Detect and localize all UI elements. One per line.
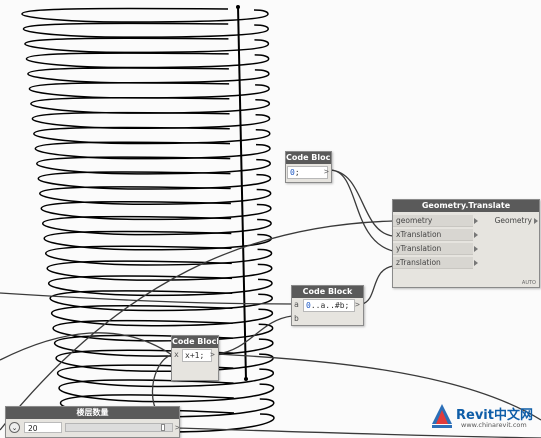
helix-coil [50, 304, 274, 327]
output-port-arrow[interactable]: > [324, 167, 329, 176]
input-port-x[interactable]: x [172, 348, 218, 362]
input-port-label: a [294, 300, 299, 309]
watermark-brand: Revit中文网 [456, 408, 533, 423]
helix-coil [21, 7, 269, 23]
code-number: 0 [306, 301, 311, 310]
helix-coil [52, 319, 274, 342]
input-port-label: geometry [393, 215, 478, 227]
wires [0, 169, 541, 438]
code-block-range-node[interactable]: Code Block a b 0..a..#b; > [291, 285, 364, 326]
helix-coil [30, 96, 271, 114]
revit-logo-icon [432, 404, 452, 428]
input-port-label: x [174, 350, 179, 359]
chevron-down-icon[interactable]: ⌄ [9, 422, 20, 433]
helix-coil [24, 37, 270, 54]
wire-left-to-range-a [0, 292, 293, 305]
output-port-arrow[interactable]: > [175, 423, 180, 432]
wire-range-to-ztranslation [361, 265, 394, 305]
output-port-geometry[interactable]: Geometry [495, 215, 539, 227]
helix-coil [49, 290, 273, 312]
input-port-a[interactable]: a [292, 298, 363, 312]
code-editor[interactable]: 0; [287, 166, 328, 179]
helix-coil [36, 156, 271, 175]
input-port-label: xTranslation [393, 229, 478, 241]
helix-coil [53, 334, 274, 357]
wire-left-to-code-x [0, 332, 173, 361]
helix-coil [37, 171, 272, 190]
wire-left-to-geometry [0, 220, 394, 431]
helix-coil [58, 379, 275, 403]
slider-row: ⌄ 20 > [9, 421, 180, 435]
node-title: Code Block [172, 336, 218, 348]
input-port-label: zTranslation [393, 257, 478, 269]
node-title: 楼层数量 [6, 407, 179, 419]
helix-axis-line [237, 5, 247, 381]
input-port-geometry[interactable]: geometry Geometry [393, 214, 539, 228]
slider-track[interactable] [65, 423, 173, 432]
code-block-zero-node[interactable]: Code Block 0; > [285, 151, 332, 183]
wire-increment-right [216, 353, 541, 421]
slider-thumb[interactable] [161, 424, 165, 431]
input-port-label: yTranslation [393, 243, 478, 255]
helix-coil [46, 260, 273, 281]
slider-value-field[interactable]: 20 [24, 422, 62, 433]
output-port-arrow[interactable]: > [210, 350, 215, 359]
code-editor[interactable]: 0..a..#b; [303, 299, 355, 312]
input-port-xtranslation[interactable]: xTranslation [393, 228, 539, 242]
input-port-b[interactable]: b [292, 312, 363, 326]
wire-slider-right [177, 427, 541, 438]
helix-coil [25, 52, 270, 69]
helix-coil [39, 186, 272, 205]
code-editor[interactable]: x+1; [182, 349, 212, 362]
code-punctuation: ; [294, 168, 300, 177]
wire-code0-to-xtranslation [329, 169, 394, 237]
helix-coil [41, 215, 272, 236]
helix-coil [55, 349, 274, 373]
output-port-arrow[interactable]: > [355, 300, 360, 309]
floor-count-slider-node[interactable]: 楼层数量 ⌄ 20 > [5, 406, 180, 438]
code-block-increment-node[interactable]: Code Block x x+1; > [171, 335, 219, 381]
input-port-label: b [294, 314, 299, 323]
helix-coil [34, 141, 271, 160]
code-expression: ..a..#b; [310, 301, 350, 310]
helix-coil [28, 82, 270, 99]
lacing-indicator[interactable]: AUTO [521, 280, 536, 286]
helix-coil [31, 111, 271, 130]
geometry-translate-node[interactable]: Geometry.Translate geometry Geometry xTr… [392, 199, 540, 288]
node-title: Code Block [292, 286, 363, 298]
wire-increment-to-range-b [216, 315, 293, 355]
watermark-url: www.chinarevit.com [461, 421, 527, 429]
helix-end-point [244, 377, 248, 381]
node-title: Geometry.Translate [393, 200, 539, 212]
helix-coil [40, 200, 272, 221]
input-port-ztranslation[interactable]: zTranslation [393, 256, 539, 270]
code-number: 0 [290, 168, 295, 177]
helix-coil [22, 22, 269, 38]
helix-coil [56, 364, 275, 388]
helix-coil [27, 67, 270, 84]
helix-coil [47, 275, 273, 297]
watermark: Revit中文网 www.chinarevit.com [430, 404, 538, 434]
input-port-ytranslation[interactable]: yTranslation [393, 242, 539, 256]
helix-start-point [236, 5, 240, 9]
helix-coil [33, 126, 271, 145]
node-title: Code Block [286, 152, 331, 164]
helix-coil [44, 245, 273, 266]
wire-code0-to-ytranslation [329, 169, 394, 252]
helix-geometry-preview [21, 7, 275, 433]
